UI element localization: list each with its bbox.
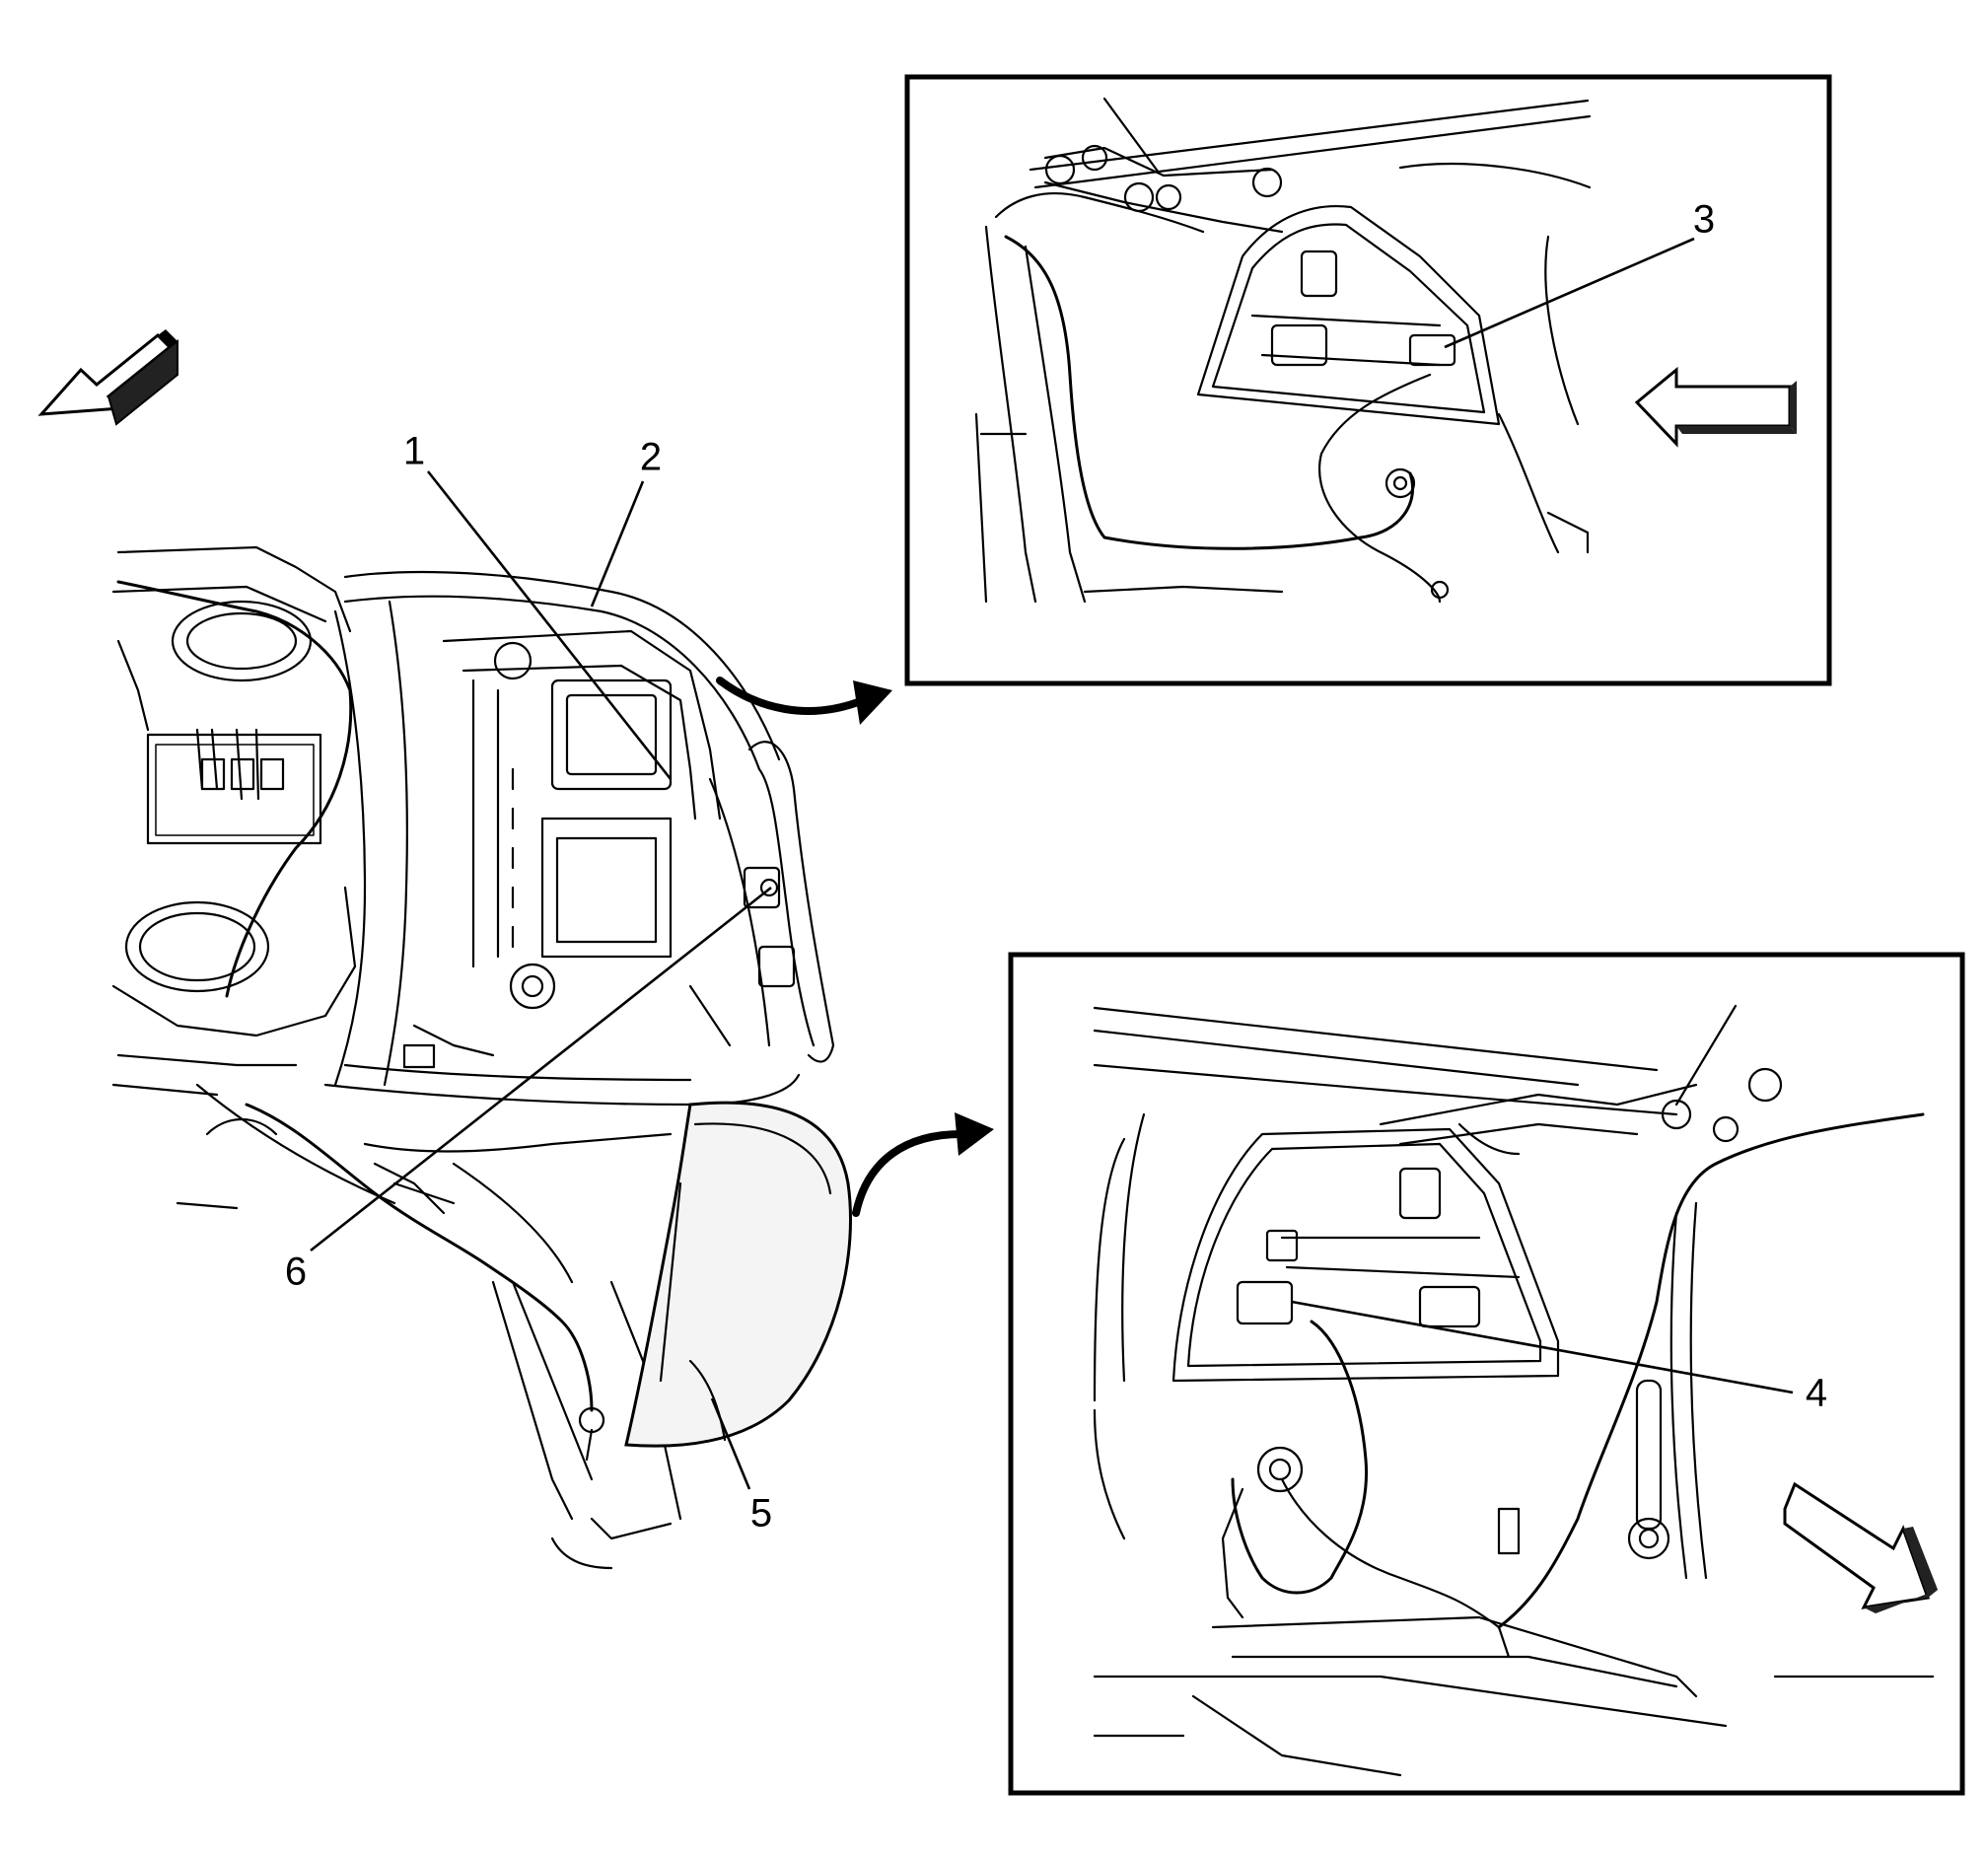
inset-bottom-hinge xyxy=(1379,1067,1783,1156)
inset-top-lamp-opening xyxy=(1196,205,1501,426)
callout-6: 6 xyxy=(285,1251,307,1294)
leader-line-6 xyxy=(310,886,772,1252)
inset-top-direction-arrow-icon xyxy=(1634,366,1797,448)
leader-line-1 xyxy=(426,470,673,780)
leader-line-3 xyxy=(1444,237,1695,349)
wheelhouse-liner xyxy=(624,1101,852,1448)
to-top-inset-curved-arrow-icon xyxy=(716,677,892,725)
rear-body-structure xyxy=(323,570,801,1107)
tail-lamp-assembly xyxy=(743,741,835,1063)
to-bottom-inset-curved-arrow-icon xyxy=(852,1112,994,1217)
inset-top: 3 xyxy=(904,74,1832,686)
rear-compartment-left xyxy=(111,545,357,1097)
inset-bottom-frame xyxy=(1008,952,1965,1796)
inset-bottom: 4 xyxy=(1008,952,1965,1796)
main-view: 1 2 6 5 xyxy=(37,329,994,1570)
callout-3: 3 xyxy=(1693,198,1715,242)
main-direction-arrow-icon xyxy=(37,329,178,426)
inset-bottom-direction-arrow-icon xyxy=(1783,1481,1938,1613)
inset-top-hinge xyxy=(1043,144,1284,234)
callout-4: 4 xyxy=(1806,1372,1827,1415)
leader-line-4 xyxy=(1291,1300,1794,1394)
callout-1: 1 xyxy=(403,430,425,473)
leader-line-2 xyxy=(590,480,645,607)
leader-line-5 xyxy=(710,1397,751,1490)
callout-5: 5 xyxy=(750,1492,772,1536)
lower-quarter-panel xyxy=(176,1083,682,1570)
callout-2: 2 xyxy=(640,436,662,479)
